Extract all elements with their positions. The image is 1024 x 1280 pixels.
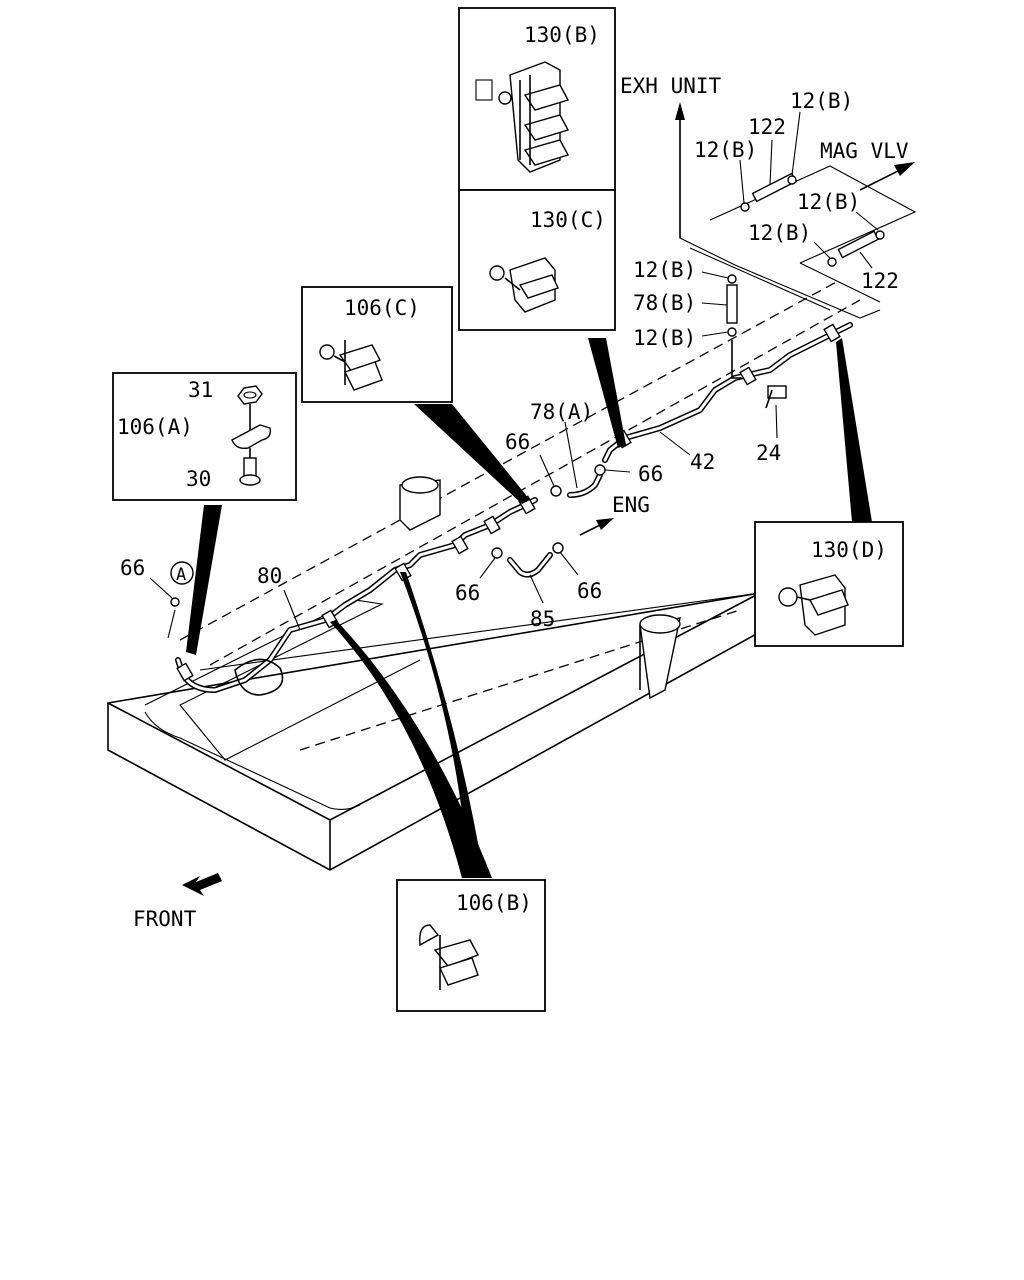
label-eng: ENG [612,493,650,517]
detail-wedges [186,338,872,878]
exh-unit-arrow [675,102,685,238]
callout-66-upper: 66 [505,430,530,454]
clamp-66-parts [170,464,606,607]
callout-42: 42 [690,450,715,474]
detail-box-106a [112,372,297,501]
callout-122-top: 122 [748,115,786,139]
label-front: FRONT [133,907,197,931]
detail-box-130c [458,189,616,331]
clamp-106a [231,424,272,450]
mag-vlv-arrow [859,162,915,191]
callout-122-low: 122 [861,269,899,293]
callout-66-left: 66 [120,556,145,580]
callout-106a: 106(A) [117,415,193,439]
label-exh-unit: EXH UNIT [620,74,722,98]
nut-31 [237,385,263,405]
detail-box-130d [754,521,904,647]
callout-12b-mid: 12(B) [797,190,860,214]
label-circle-a: A [176,565,186,585]
callout-24: 24 [756,441,781,465]
callout-30: 30 [186,467,211,491]
callout-66-mid: 66 [455,581,480,605]
callout-12b-78-bot: 12(B) [633,326,696,350]
callout-78b: 78(B) [633,291,696,315]
clamp-130d-icon [778,574,849,636]
callout-106b-box: 106(B) [456,891,532,915]
callout-12b-78-top: 12(B) [633,258,696,282]
callout-85: 85 [530,607,555,631]
callout-12b-top: 12(B) [790,89,853,113]
callout-12b-lower: 12(B) [748,221,811,245]
callout-130d-box: 130(D) [811,538,887,562]
pipe-78b [726,274,742,379]
front-arrow [182,873,222,896]
tank-bracket-left [399,476,441,531]
detail-box-130b [458,7,616,191]
callout-80: 80 [257,564,282,588]
detail-box-106c [301,286,453,403]
clamp-130b-icon [475,61,570,173]
circle-a-marker [170,561,194,585]
clamp-106c-icon [319,340,383,391]
clamp-106b-icon [419,924,479,990]
callout-106c-box: 106(C) [344,296,420,320]
label-mag-vlv: MAG VLV [820,139,909,163]
hose-122-lower [827,230,885,267]
callout-66-eng: 66 [577,579,602,603]
callout-130c-box: 130(C) [530,208,606,232]
tank-body [107,592,761,871]
callout-130b-box: 130(B) [524,23,600,47]
callout-12b-left: 12(B) [694,138,757,162]
detail-box-106b [396,879,546,1012]
bolt-24 [765,385,787,409]
clamp-130c-icon [489,257,559,313]
hose-122-upper [740,172,797,212]
eng-arrow [579,518,614,536]
tank-bracket-right [639,614,681,700]
callout-66-right: 66 [638,462,663,486]
callout-78a: 78(A) [530,400,593,424]
callout-31: 31 [188,378,213,402]
bolt-30 [239,457,261,486]
tank-inlet [234,658,284,696]
